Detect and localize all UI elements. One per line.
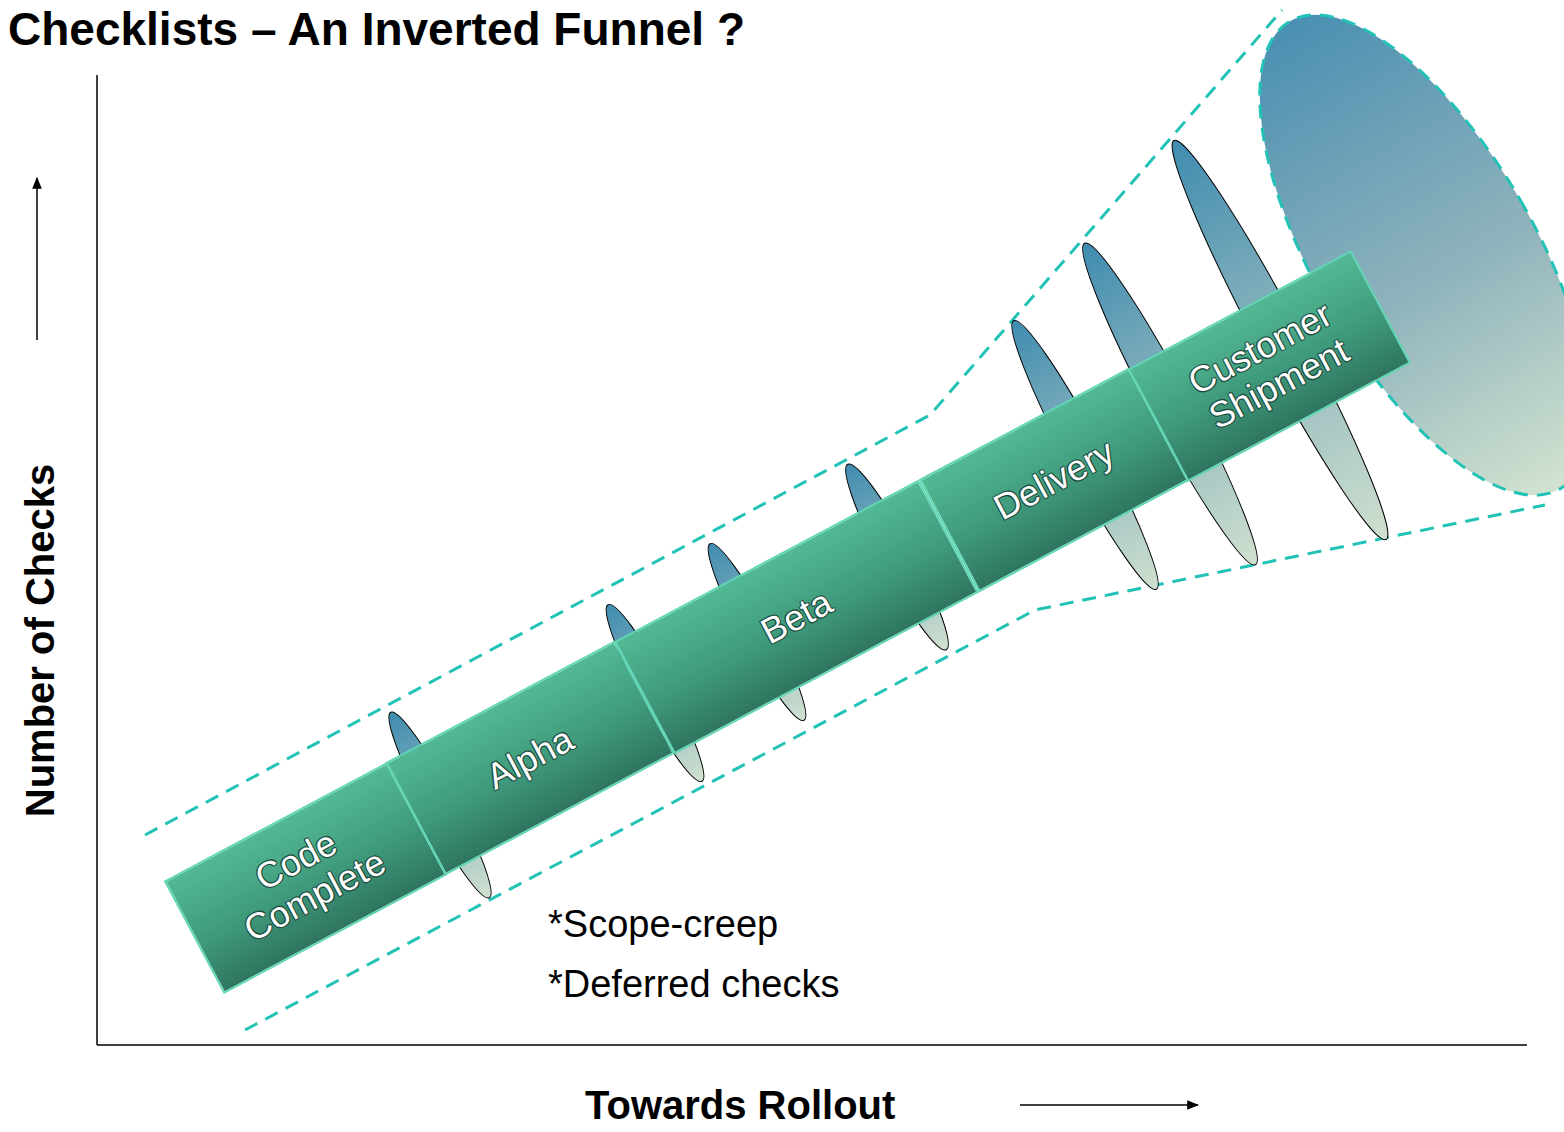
note-text: *Deferred checks	[548, 963, 839, 1006]
y-axis	[96, 75, 98, 1045]
stage-label: Delivery	[971, 424, 1136, 537]
slide-title: Checklists – An Inverted Funnel ?	[8, 2, 745, 56]
axis-arrow	[1020, 1104, 1198, 1106]
note-text: *Scope-creep	[548, 903, 778, 946]
axis-title: Towards Rollout	[585, 1083, 895, 1128]
stage-label: Alpha	[464, 710, 596, 805]
stage-label: Beta	[738, 574, 854, 661]
x-axis	[97, 1044, 1527, 1046]
stage-label: Code Complete	[176, 785, 433, 972]
axis-arrow	[36, 178, 38, 340]
check-discs	[377, 130, 1405, 905]
funnel-outline	[145, 10, 1282, 835]
funnel-mouth	[1195, 0, 1564, 544]
stage-label: Customer Shipment	[1140, 273, 1397, 460]
axis-title: Number of Checks	[18, 463, 63, 816]
